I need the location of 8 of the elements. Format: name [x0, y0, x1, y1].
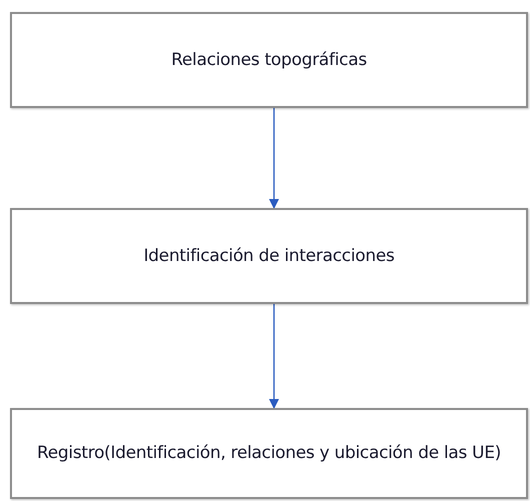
box-label: Identificación de interacciones — [142, 244, 396, 268]
process-box — [10, 12, 528, 108]
box-label: Relaciones topográficas — [170, 48, 368, 72]
process-box — [10, 408, 528, 499]
arrow — [269, 108, 279, 209]
process-box — [10, 208, 528, 304]
box-label: Registro(Identificación, relaciones y ubicación de las UE) — [36, 442, 502, 465]
arrow — [269, 304, 279, 409]
